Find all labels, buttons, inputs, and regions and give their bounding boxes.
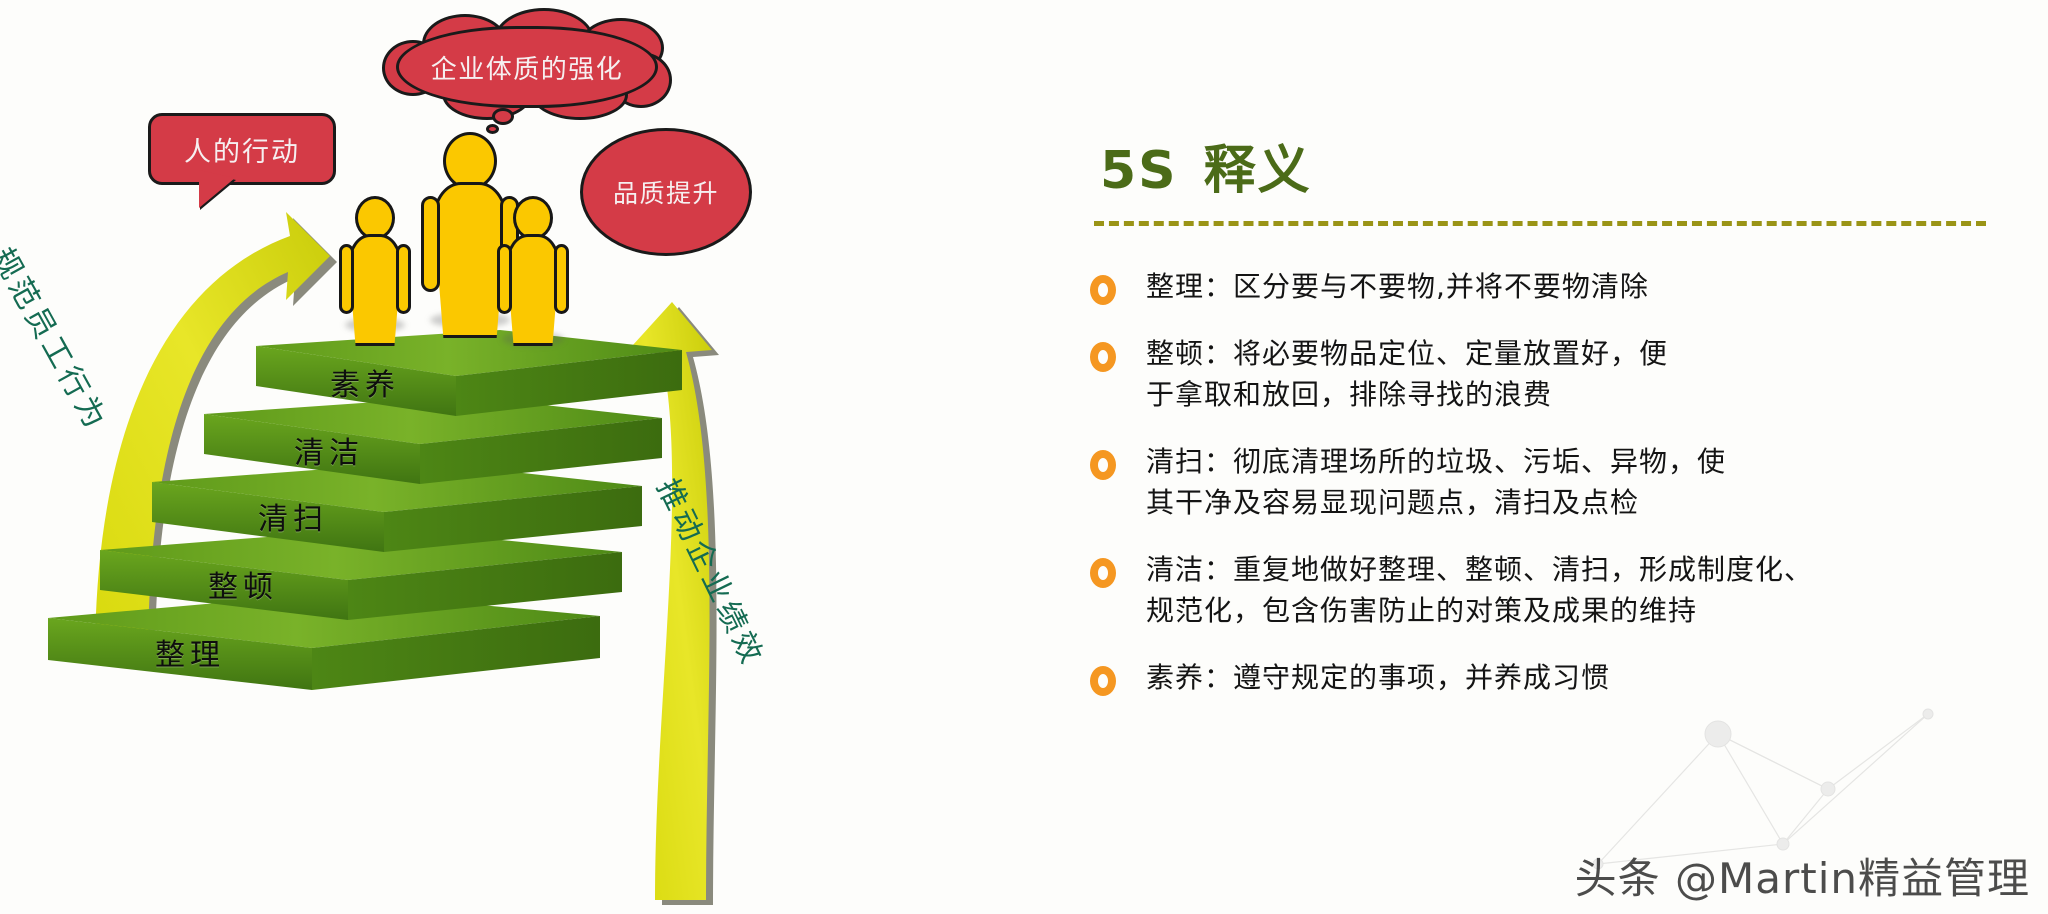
list-item-text: 素养：遵守规定的事项，并养成习惯 bbox=[1146, 661, 1611, 694]
right-arrow-icon bbox=[632, 302, 719, 905]
bullet-ring-icon bbox=[1090, 342, 1116, 372]
speech-bubble-quality-improve-text: 品质提升 bbox=[612, 180, 719, 208]
five-s-explanation-panel: 5S 释义 整理：区分要与不要物,并将不要物清除 整顿：将必要物品定位、定量放置好… bbox=[1090, 128, 2030, 724]
step-label-1: 整理 bbox=[155, 638, 225, 673]
definition-list: 整理：区分要与不要物,并将不要物清除 整顿：将必要物品定位、定量放置好，便 于拿… bbox=[1090, 266, 2030, 698]
watermark-text: 头条 @Martin精益管理 bbox=[1574, 854, 2030, 903]
step-label-2: 整顿 bbox=[208, 570, 278, 605]
step-shape-5 bbox=[256, 330, 682, 416]
step-shape-4 bbox=[204, 396, 662, 484]
speech-bubble-tail bbox=[199, 170, 235, 208]
list-item-text: 清扫：彻底清理场所的垃圾、污垢、异物，使 其干净及容易显现问题点，清扫及点检 bbox=[1146, 445, 1727, 519]
step-label-5: 素养 bbox=[330, 368, 400, 403]
speech-bubble-people-action-text: 人的行动 bbox=[184, 136, 300, 167]
title-divider bbox=[1094, 221, 1986, 226]
thought-bubble-dot-small bbox=[486, 124, 499, 134]
bullet-ring-icon bbox=[1090, 450, 1116, 480]
list-item-text: 整顿：将必要物品定位、定量放置好，便 于拿取和放回，排除寻找的浪费 bbox=[1146, 337, 1669, 411]
figure-right bbox=[497, 196, 569, 346]
list-item: 清洁：重复地做好整理、整顿、清扫，形成制度化、 规范化，包含伤害防止的对策及成果… bbox=[1090, 549, 2030, 631]
step-label-4: 清洁 bbox=[294, 436, 364, 471]
step-shape-3 bbox=[152, 462, 642, 552]
bullet-ring-icon bbox=[1090, 558, 1116, 588]
figure-left bbox=[339, 196, 411, 346]
thought-bubble-corporate-strength-text: 企业体质的强化 bbox=[430, 53, 624, 84]
speech-bubble-people-action: 人的行动 bbox=[148, 113, 336, 208]
panel-title-cn: 释义 bbox=[1203, 141, 1312, 201]
list-item: 清扫：彻底清理场所的垃圾、污垢、异物，使 其干净及容易显现问题点，清扫及点检 bbox=[1090, 441, 2030, 523]
bullet-ring-icon bbox=[1090, 666, 1116, 696]
speech-bubble-quality-improve: 品质提升 bbox=[580, 128, 752, 256]
bullet-ring-icon bbox=[1090, 275, 1116, 305]
list-item-text: 清洁：重复地做好整理、整顿、清扫，形成制度化、 规范化，包含伤害防止的对策及成果… bbox=[1146, 553, 1814, 627]
step-label-3: 清扫 bbox=[258, 502, 328, 537]
panel-title: 5S 释义 bbox=[1100, 128, 2030, 203]
list-item: 整理：区分要与不要物,并将不要物清除 bbox=[1090, 266, 2030, 307]
list-item: 素养：遵守规定的事项，并养成习惯 bbox=[1090, 657, 2030, 698]
staircase-and-arrows-graphic bbox=[48, 212, 719, 905]
thought-bubble-corporate-strength: 企业体质的强化 bbox=[382, 8, 672, 134]
list-item: 整顿：将必要物品定位、定量放置好，便 于拿取和放回，排除寻找的浪费 bbox=[1090, 333, 2030, 415]
panel-title-code: 5S bbox=[1100, 141, 1178, 201]
list-item-text: 整理：区分要与不要物,并将不要物清除 bbox=[1146, 270, 1649, 303]
thought-bubble-dot-large bbox=[492, 108, 514, 125]
five-s-staircase-illustration: 整理 整顿 清扫 清洁 素养 规范员工行为 推动企业绩效 bbox=[0, 0, 820, 914]
